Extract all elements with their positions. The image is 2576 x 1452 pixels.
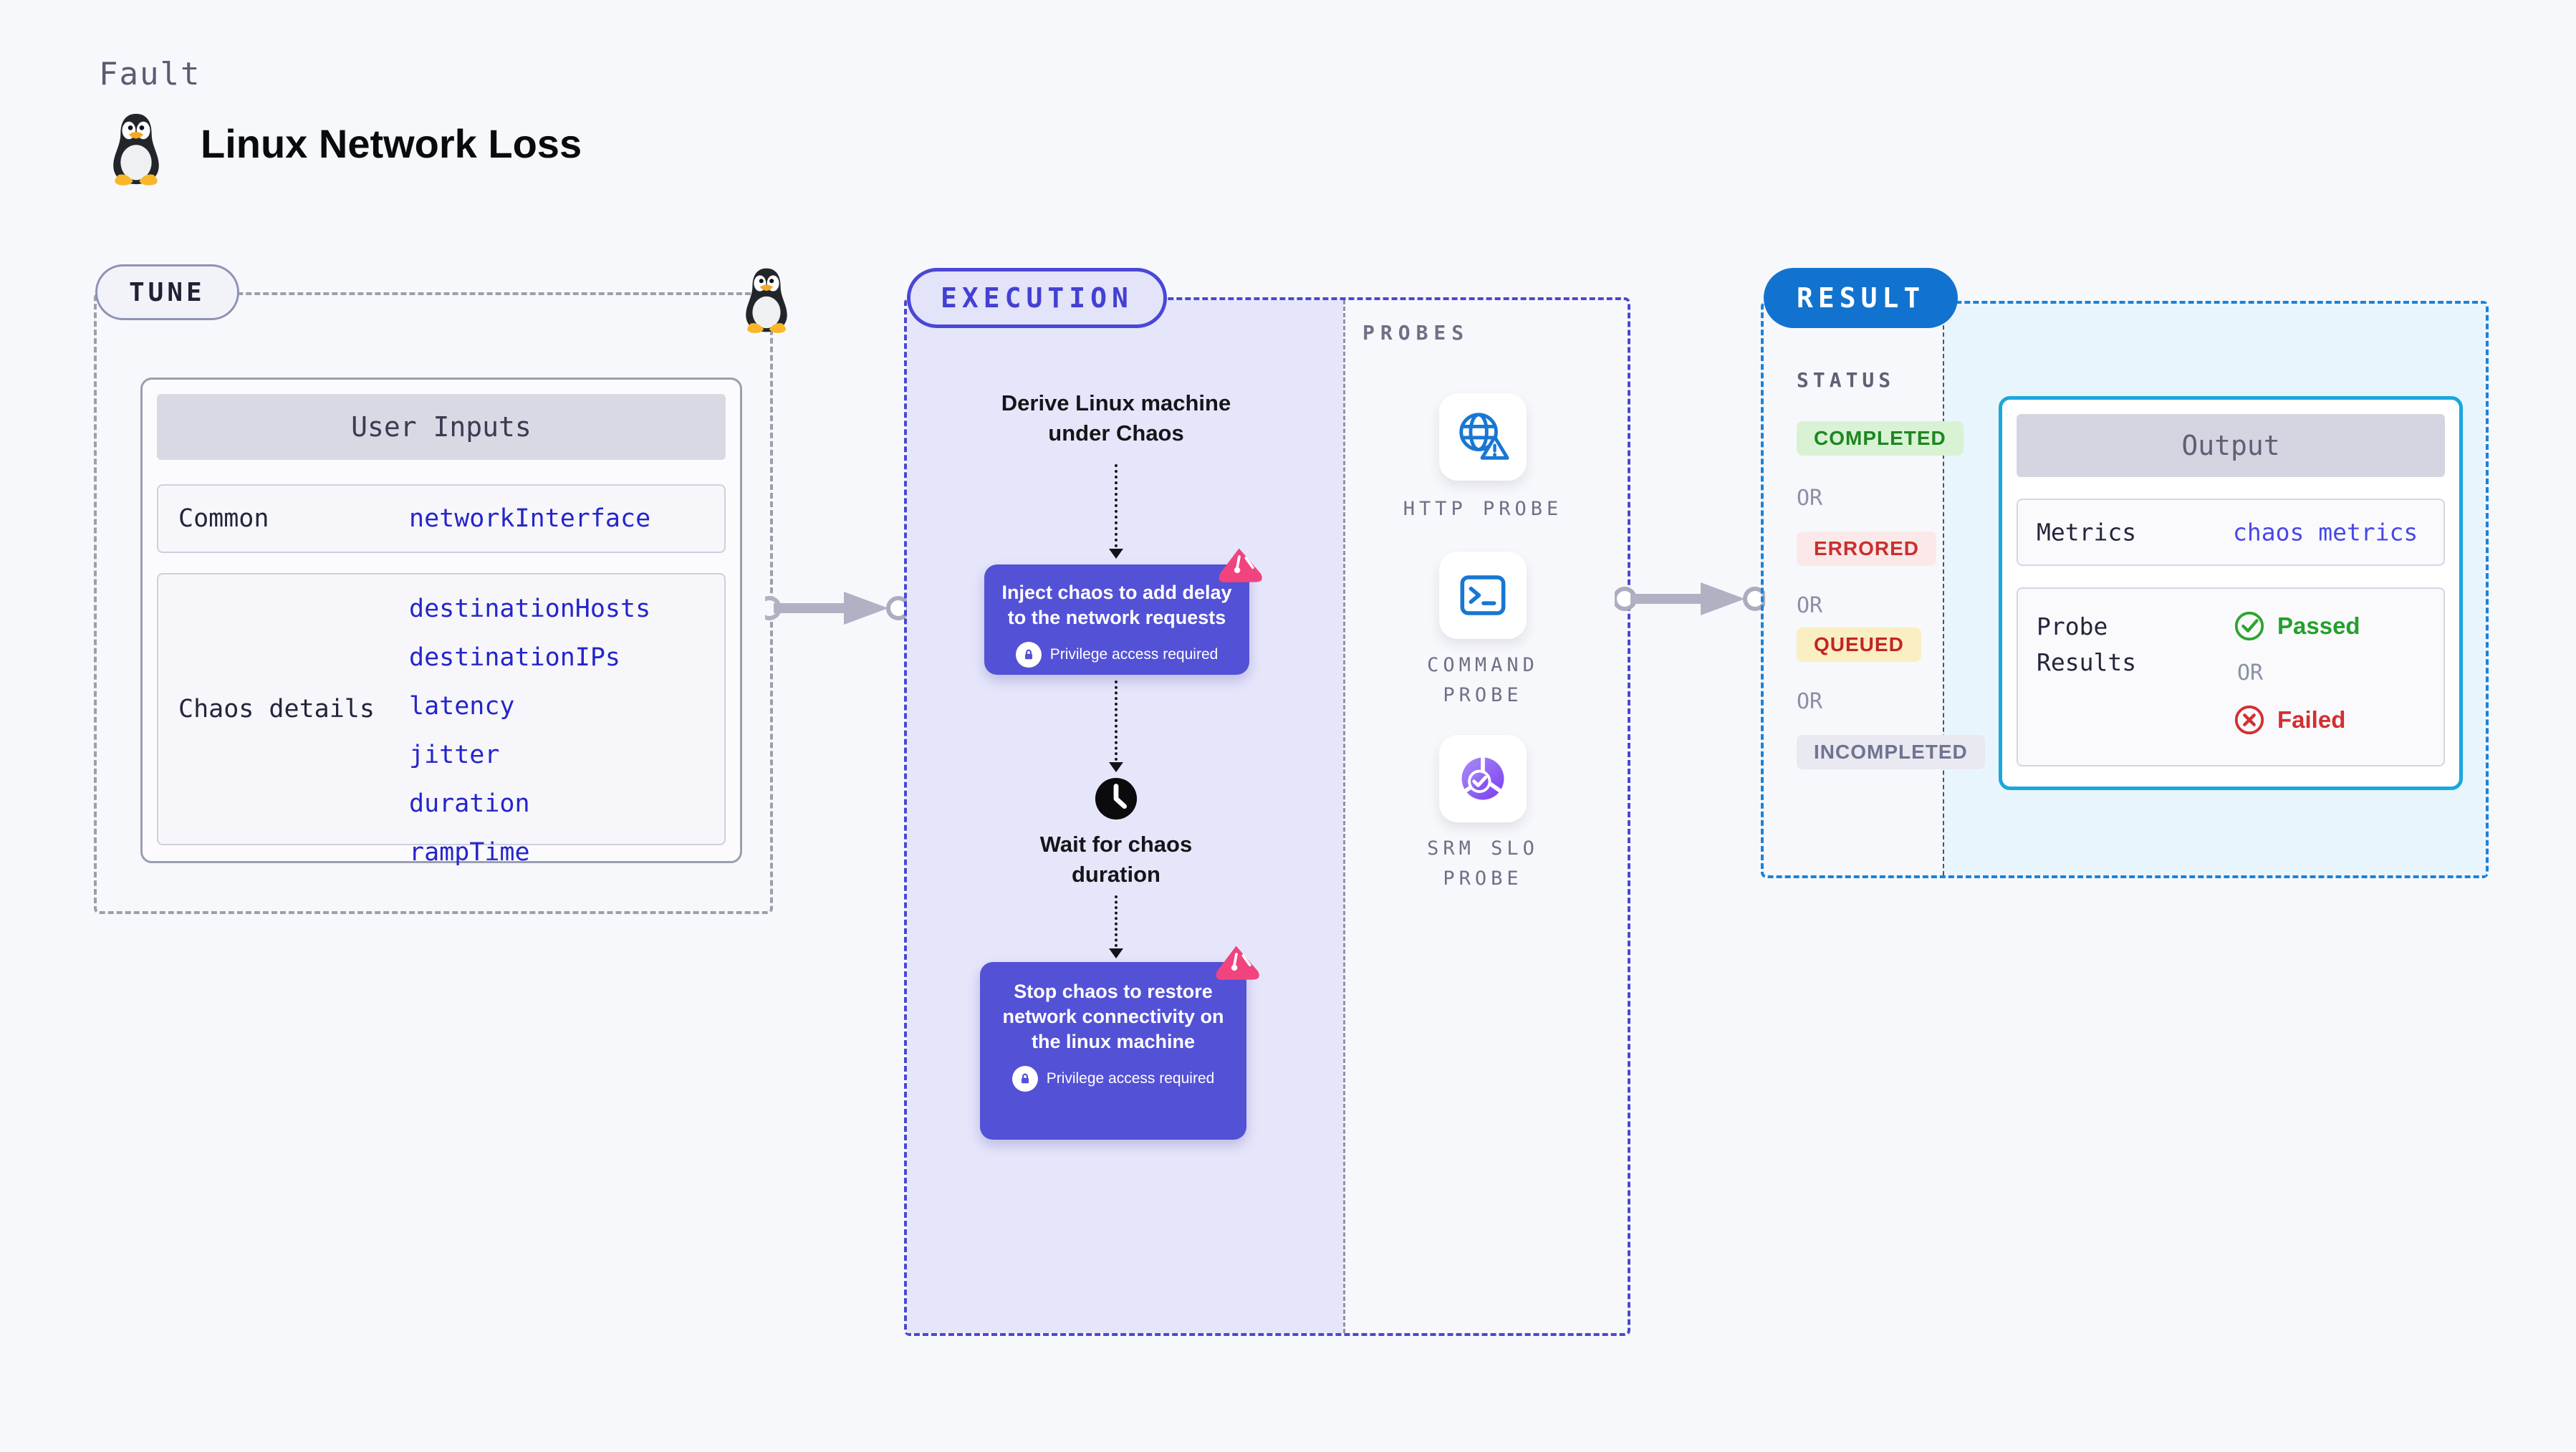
derive-step-text: Derive Linux machine under Chaos xyxy=(1001,390,1231,446)
command-probe-label: COMMAND PROBE xyxy=(1427,654,1539,706)
status-badge-errored: ERRORED xyxy=(1797,532,1937,566)
chaos-logo-icon xyxy=(1216,946,1259,980)
or-separator: OR xyxy=(1797,593,1823,618)
failed-label: Failed xyxy=(2277,706,2346,733)
http-probe-card xyxy=(1439,393,1527,481)
metrics-value: chaos metrics xyxy=(2233,518,2418,547)
srm-slo-probe-label: SRM SLO PROBE xyxy=(1427,837,1539,890)
globe-alert-icon xyxy=(1459,413,1509,460)
check-circle-icon xyxy=(2234,611,2264,641)
probes-section-label: PROBES xyxy=(1363,321,1470,345)
input-value: duration xyxy=(409,789,530,818)
user-inputs-header: User Inputs xyxy=(157,394,726,460)
tune-to-execution-arrow xyxy=(765,592,908,625)
probe-results-row: Probe Results Passed OR Failed xyxy=(2017,587,2445,766)
wait-step-text: Wait for chaos duration xyxy=(1039,832,1193,887)
metrics-row: Metrics chaos metrics xyxy=(2017,499,2445,566)
http-probe-label: HTTP PROBE xyxy=(1403,498,1563,520)
fault-kind-label: Fault xyxy=(99,56,201,92)
flow-arrowhead xyxy=(1109,762,1123,772)
result-badge: RESULT xyxy=(1764,268,1959,328)
execution-probes-divider xyxy=(1343,300,1345,1333)
input-value: networkInterface xyxy=(409,504,651,533)
command-probe-card xyxy=(1439,552,1527,639)
output-card: Output Metrics chaos metrics Probe Resul… xyxy=(1999,396,2463,790)
passed-line: Passed xyxy=(2233,609,2360,643)
input-value: rampTime xyxy=(409,838,530,867)
flow-connector xyxy=(1115,464,1118,547)
wait-clock-icon xyxy=(1095,777,1138,820)
input-row-label: Common xyxy=(178,504,269,533)
linux-tux-icon xyxy=(113,113,159,186)
probe-results-values: Passed OR Failed xyxy=(2233,609,2360,737)
flow-connector xyxy=(1115,681,1118,761)
privilege-label: Privilege access required xyxy=(1049,646,1219,663)
metrics-label: Metrics xyxy=(2037,518,2137,547)
chaos-values-list: destinationHosts destinationIPs latency … xyxy=(409,595,650,867)
chaos-logo-icon xyxy=(1219,548,1262,582)
output-header: Output xyxy=(2017,414,2445,477)
status-badge-incompleted: INCOMPLETED xyxy=(1797,735,1985,769)
input-value: destinationIPs xyxy=(409,643,621,672)
passed-label: Passed xyxy=(2277,612,2360,639)
status-column-label: STATUS xyxy=(1797,368,1895,392)
or-separator: OR xyxy=(1797,689,1823,714)
flow-arrowhead xyxy=(1109,549,1123,559)
lock-icon xyxy=(1015,642,1042,668)
slo-pie-check-icon xyxy=(1461,757,1504,800)
page-title: Linux Network Loss xyxy=(201,121,582,166)
x-circle-icon xyxy=(2234,705,2264,735)
input-row-common: Common networkInterface xyxy=(157,484,726,553)
srm-slo-probe-card xyxy=(1439,735,1527,822)
privilege-row: Privilege access required xyxy=(999,642,1235,668)
stop-chaos-step: Stop chaos to restore network connectivi… xyxy=(980,946,1259,1140)
terminal-icon xyxy=(1460,575,1506,615)
input-value: latency xyxy=(409,692,515,721)
status-badge-queued: QUEUED xyxy=(1797,628,1921,662)
probe-results-label: Probe Results xyxy=(2037,612,2137,676)
lock-icon xyxy=(1011,1066,1038,1092)
stop-step-text: Stop chaos to restore network connectivi… xyxy=(1002,981,1224,1053)
linux-tux-corner-icon xyxy=(746,268,787,333)
input-row-label: Chaos details xyxy=(178,695,375,723)
execution-badge: EXECUTION xyxy=(907,268,1167,328)
execution-to-result-arrow xyxy=(1615,582,1765,615)
input-value: destinationHosts xyxy=(409,595,651,623)
tune-badge: TUNE xyxy=(95,264,239,320)
input-value: jitter xyxy=(409,741,500,769)
privilege-row: Privilege access required xyxy=(994,1066,1232,1092)
privilege-label: Privilege access required xyxy=(1046,1070,1215,1087)
failed-line: Failed xyxy=(2233,703,2360,737)
result-divider xyxy=(1943,304,1944,875)
or-separator: OR xyxy=(2237,660,2264,686)
user-inputs-card: User Inputs Common networkInterface Chao… xyxy=(140,378,742,867)
input-row-chaos-details: Chaos details destinationHosts destinati… xyxy=(157,573,726,867)
flow-connector xyxy=(1115,895,1118,947)
inject-chaos-step: Inject chaos to add delay to the network… xyxy=(984,548,1262,675)
inject-step-text: Inject chaos to add delay to the network… xyxy=(1001,582,1232,629)
flow-arrowhead xyxy=(1109,948,1123,958)
or-separator: OR xyxy=(1797,486,1823,511)
status-badge-completed: COMPLETED xyxy=(1797,421,1964,456)
